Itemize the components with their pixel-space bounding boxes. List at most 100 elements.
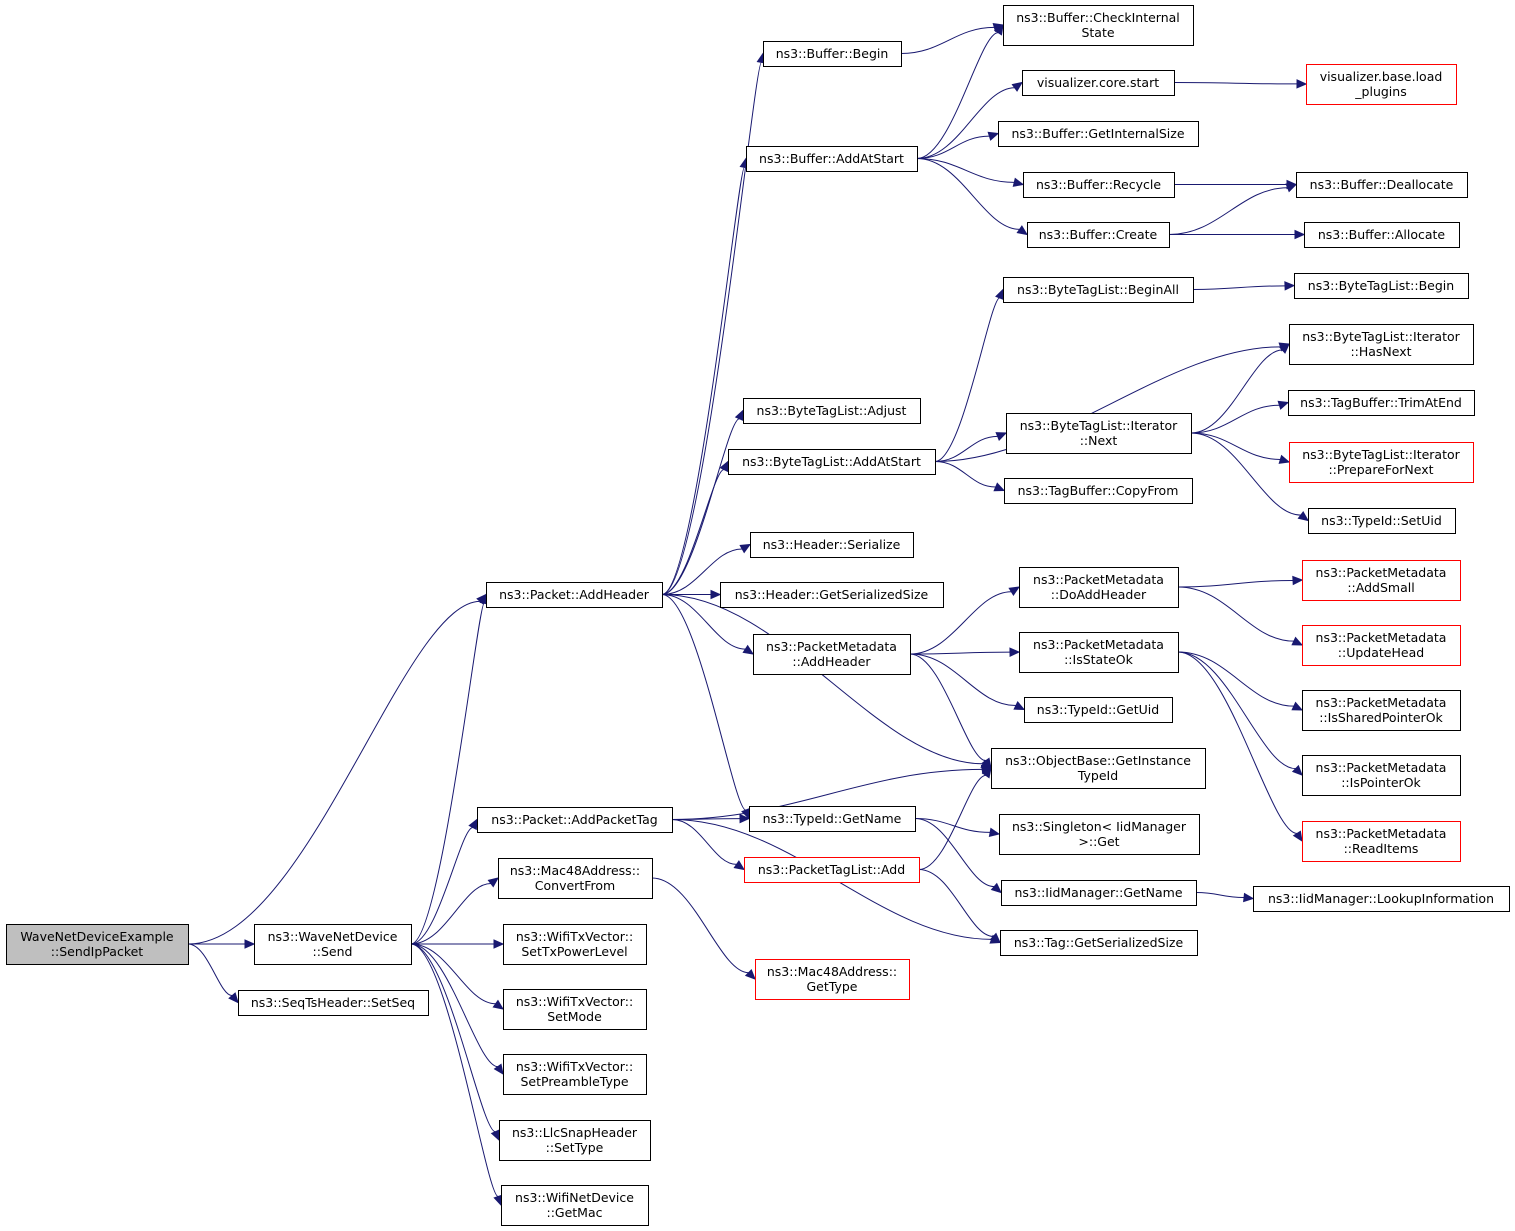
node-buf_deallocate[interactable]: ns3::Buffer::Deallocate	[1296, 172, 1468, 198]
node-tagbuf_trimatend[interactable]: ns3::TagBuffer::TrimAtEnd	[1288, 390, 1475, 416]
node-box-pm_isstateok[interactable]	[1019, 632, 1179, 673]
node-box-seq_setseq[interactable]	[238, 990, 429, 1016]
node-box-buf_getinternalsize[interactable]	[998, 121, 1199, 147]
node-hdr_serialize[interactable]: ns3::Header::Serialize	[750, 532, 914, 558]
node-box-buf_allocate[interactable]	[1304, 222, 1460, 248]
node-wtv_setpreamble[interactable]: ns3::WifiTxVector::SetPreambleType	[503, 1054, 647, 1095]
node-box-iid_lookupinfo[interactable]	[1253, 886, 1510, 912]
node-box-pm_isptrok[interactable]	[1302, 755, 1461, 796]
node-tag_getsersize[interactable]: ns3::Tag::GetSerializedSize	[1000, 930, 1198, 956]
node-box-buf_create[interactable]	[1027, 222, 1170, 248]
node-box-viz_core_start[interactable]	[1022, 70, 1175, 96]
node-pm_isptrok[interactable]: ns3::PacketMetadata::IsPointerOk	[1302, 755, 1461, 796]
node-box-wifinet_getmac[interactable]	[501, 1185, 649, 1226]
node-viz_core_start[interactable]: visualizer.core.start	[1022, 70, 1175, 96]
node-box-root[interactable]	[6, 924, 189, 965]
node-box-singleton_get[interactable]	[999, 814, 1200, 855]
node-btl_beginall[interactable]: ns3::ByteTagList::BeginAll	[1003, 277, 1194, 303]
node-box-buf_begin[interactable]	[763, 41, 902, 67]
node-box-btl_addatstart[interactable]	[728, 449, 936, 475]
node-pm_readitems[interactable]: ns3::PacketMetadata::ReadItems	[1302, 821, 1461, 862]
node-box-buf_addatstart[interactable]	[746, 146, 918, 172]
node-box-pm_readitems[interactable]	[1302, 821, 1461, 862]
node-box-hdr_getsersize[interactable]	[720, 582, 944, 608]
node-box-btl_beginall[interactable]	[1003, 277, 1194, 303]
node-box-pm_addsmall[interactable]	[1302, 560, 1461, 601]
node-typeid_setuid[interactable]: ns3::TypeId::SetUid	[1308, 508, 1456, 534]
node-ptl_add[interactable]: ns3::PacketTagList::Add	[744, 857, 920, 883]
node-box-tagbuf_trimatend[interactable]	[1288, 390, 1475, 416]
node-box-btl_begin[interactable]	[1294, 273, 1469, 299]
node-typeid_getname[interactable]: ns3::TypeId::GetName	[749, 806, 916, 832]
node-box-wtv_settxpower[interactable]	[503, 924, 647, 965]
node-pkt_addheader[interactable]: ns3::Packet::AddHeader	[486, 582, 663, 608]
node-box-ptl_add[interactable]	[744, 857, 920, 883]
node-root[interactable]: WaveNetDeviceExample::SendIpPacket	[6, 924, 189, 965]
node-box-pkt_addpackettag[interactable]	[477, 807, 673, 833]
node-box-typeid_setuid[interactable]	[1308, 508, 1456, 534]
node-mac48_gettype[interactable]: ns3::Mac48Address::GetType	[755, 959, 910, 1000]
node-box-pkt_addheader[interactable]	[486, 582, 663, 608]
node-btli_preparefornext[interactable]: ns3::ByteTagList::Iterator::PrepareForNe…	[1289, 442, 1474, 483]
node-buf_create[interactable]: ns3::Buffer::Create	[1027, 222, 1170, 248]
node-box-buf_deallocate[interactable]	[1296, 172, 1468, 198]
node-box-objbase_getinstance[interactable]	[991, 748, 1206, 789]
node-pm_addsmall[interactable]: ns3::PacketMetadata::AddSmall	[1302, 560, 1461, 601]
node-box-buf_checkinternal[interactable]	[1003, 5, 1194, 46]
node-pm_isstateok[interactable]: ns3::PacketMetadata::IsStateOk	[1019, 632, 1179, 673]
node-box-llc_settype[interactable]	[499, 1120, 651, 1161]
node-buf_allocate[interactable]: ns3::Buffer::Allocate	[1304, 222, 1460, 248]
node-box-hdr_serialize[interactable]	[750, 532, 914, 558]
node-box-wnd_send[interactable]	[254, 924, 412, 965]
node-viz_base_load[interactable]: visualizer.base.load_plugins	[1306, 64, 1457, 105]
node-box-pm_issharedptrok[interactable]	[1302, 690, 1461, 731]
node-iid_getname[interactable]: ns3::IidManager::GetName	[1001, 880, 1197, 906]
node-tagbuf_copyfrom[interactable]: ns3::TagBuffer::CopyFrom	[1004, 478, 1193, 504]
node-box-buf_recycle[interactable]	[1023, 172, 1175, 198]
node-box-wtv_setmode[interactable]	[503, 989, 647, 1030]
node-box-pm_updatehead[interactable]	[1302, 625, 1461, 666]
node-box-btli_next[interactable]	[1006, 413, 1192, 454]
node-iid_lookupinfo[interactable]: ns3::IidManager::LookupInformation	[1253, 886, 1510, 912]
node-buf_begin[interactable]: ns3::Buffer::Begin	[763, 41, 902, 67]
node-btli_next[interactable]: ns3::ByteTagList::Iterator::Next	[1006, 413, 1192, 454]
node-box-typeid_getuid[interactable]	[1024, 697, 1173, 723]
node-btli_hasnext[interactable]: ns3::ByteTagList::Iterator::HasNext	[1289, 324, 1474, 365]
node-box-typeid_getname[interactable]	[749, 806, 916, 832]
node-hdr_getsersize[interactable]: ns3::Header::GetSerializedSize	[720, 582, 944, 608]
node-box-btl_adjust[interactable]	[743, 398, 921, 424]
node-box-btli_preparefornext[interactable]	[1289, 442, 1474, 483]
node-typeid_getuid[interactable]: ns3::TypeId::GetUid	[1024, 697, 1173, 723]
node-pm_updatehead[interactable]: ns3::PacketMetadata::UpdateHead	[1302, 625, 1461, 666]
node-pm_addheader[interactable]: ns3::PacketMetadata::AddHeader	[753, 634, 911, 675]
node-wtv_settxpower[interactable]: ns3::WifiTxVector::SetTxPowerLevel	[503, 924, 647, 965]
node-pm_doaddheader[interactable]: ns3::PacketMetadata::DoAddHeader	[1019, 567, 1179, 608]
node-singleton_get[interactable]: ns3::Singleton< IidManager >::Get	[999, 814, 1200, 855]
node-buf_recycle[interactable]: ns3::Buffer::Recycle	[1023, 172, 1175, 198]
node-box-iid_getname[interactable]	[1001, 880, 1197, 906]
node-box-mac48_convertfrom[interactable]	[498, 858, 653, 899]
node-wtv_setmode[interactable]: ns3::WifiTxVector::SetMode	[503, 989, 647, 1030]
node-box-tag_getsersize[interactable]	[1000, 930, 1198, 956]
node-seq_setseq[interactable]: ns3::SeqTsHeader::SetSeq	[238, 990, 429, 1016]
node-box-wtv_setpreamble[interactable]	[503, 1054, 647, 1095]
node-btl_addatstart[interactable]: ns3::ByteTagList::AddAtStart	[728, 449, 936, 475]
node-wnd_send[interactable]: ns3::WaveNetDevice::Send	[254, 924, 412, 965]
node-btl_begin[interactable]: ns3::ByteTagList::Begin	[1294, 273, 1469, 299]
node-btl_adjust[interactable]: ns3::ByteTagList::Adjust	[743, 398, 921, 424]
node-box-btli_hasnext[interactable]	[1289, 324, 1474, 365]
node-box-mac48_gettype[interactable]	[755, 959, 910, 1000]
node-llc_settype[interactable]: ns3::LlcSnapHeader::SetType	[499, 1120, 651, 1161]
node-buf_addatstart[interactable]: ns3::Buffer::AddAtStart	[746, 146, 918, 172]
node-wifinet_getmac[interactable]: ns3::WifiNetDevice::GetMac	[501, 1185, 649, 1226]
node-box-pm_doaddheader[interactable]	[1019, 567, 1179, 608]
node-buf_getinternalsize[interactable]: ns3::Buffer::GetInternalSize	[998, 121, 1199, 147]
node-box-viz_base_load[interactable]	[1306, 64, 1457, 105]
node-pm_issharedptrok[interactable]: ns3::PacketMetadata::IsSharedPointerOk	[1302, 690, 1461, 731]
node-box-pm_addheader[interactable]	[753, 634, 911, 675]
node-pkt_addpackettag[interactable]: ns3::Packet::AddPacketTag	[477, 807, 673, 833]
node-mac48_convertfrom[interactable]: ns3::Mac48Address::ConvertFrom	[498, 858, 653, 899]
node-box-tagbuf_copyfrom[interactable]	[1004, 478, 1193, 504]
